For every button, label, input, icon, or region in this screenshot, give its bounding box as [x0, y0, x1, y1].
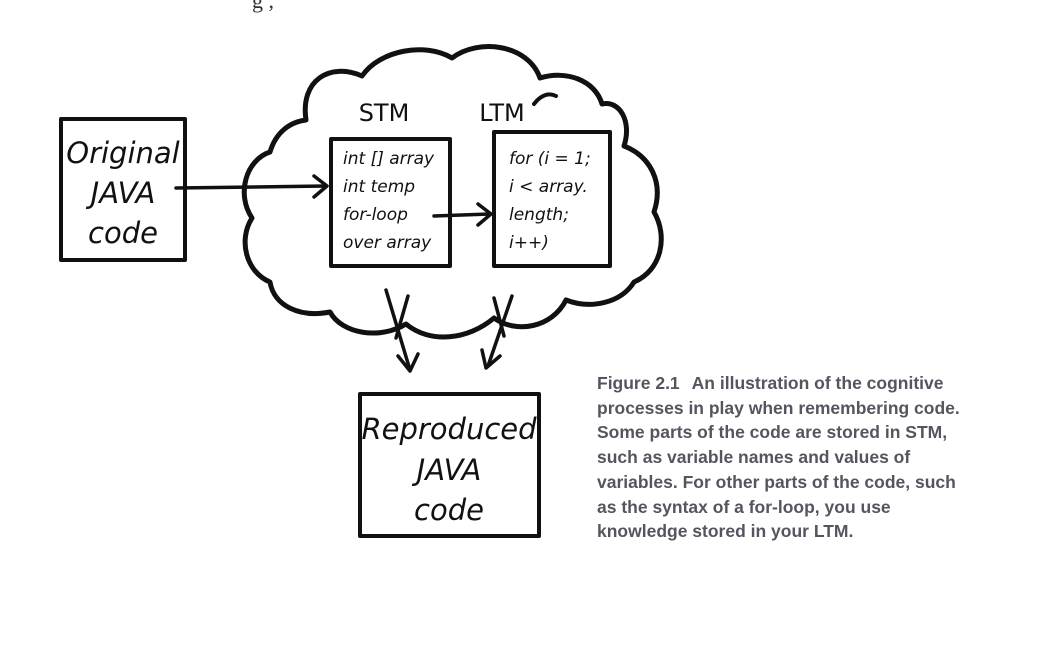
caption-line-4: such as variable names and values of [597, 447, 911, 468]
caption-line-3: Some parts of the code are stored in STM… [597, 422, 948, 443]
stm-line-1: int [] array [343, 149, 435, 169]
original-box-line-1: Original [66, 136, 179, 170]
stm-line-3: for-loop [343, 205, 408, 225]
original-box-line-3: code [88, 216, 158, 250]
cloud-flourish [532, 92, 558, 106]
reproduced-code-box [358, 392, 541, 538]
ltm-line-4: i++) [509, 233, 549, 253]
figure-caption: Figure 2.1 An illustration of the cogniti… [597, 371, 1037, 544]
clipped-text-fragment: g , [252, 0, 274, 13]
ltm-line-3: length; [509, 205, 569, 225]
caption-line-2: processes in play when remembering code. [597, 397, 960, 418]
arrow-original-to-stm [174, 174, 329, 199]
original-box-line-2: JAVA [86, 176, 156, 210]
stm-line-2: int temp [343, 177, 415, 197]
caption-line-6: as the syntax of a for-loop, you use [597, 496, 891, 517]
reproduced-box-line-3: code [414, 493, 484, 527]
stm-heading: STM [359, 99, 410, 127]
ltm-line-2: i < array. [509, 177, 588, 197]
ltm-line-1: for (i = 1; [509, 149, 591, 169]
arrow-stm-to-ltm [432, 202, 493, 227]
reproduced-box-line-2: JAVA [412, 453, 482, 487]
cloud-outline [241, 44, 664, 340]
arrow-ltm-to-reproduced [480, 294, 514, 370]
caption-line-7: knowledge stored in your LTM. [597, 521, 854, 542]
ltm-box [492, 130, 612, 268]
caption-line-5: variables. For other parts of the code, … [597, 471, 956, 492]
caption-line-1-text: An illustration of the cognitive [691, 373, 944, 393]
figure-label: Figure 2.1 [597, 373, 680, 393]
arrow-stm-to-reproduced [384, 288, 420, 373]
ltm-heading: LTM [479, 99, 524, 127]
stm-box [329, 137, 452, 268]
reproduced-box-line-1: Reproduced [361, 412, 537, 446]
stm-line-4: over array [343, 233, 432, 253]
caption-line-1: Figure 2.1 An illustration of the cogniti… [597, 371, 1037, 396]
